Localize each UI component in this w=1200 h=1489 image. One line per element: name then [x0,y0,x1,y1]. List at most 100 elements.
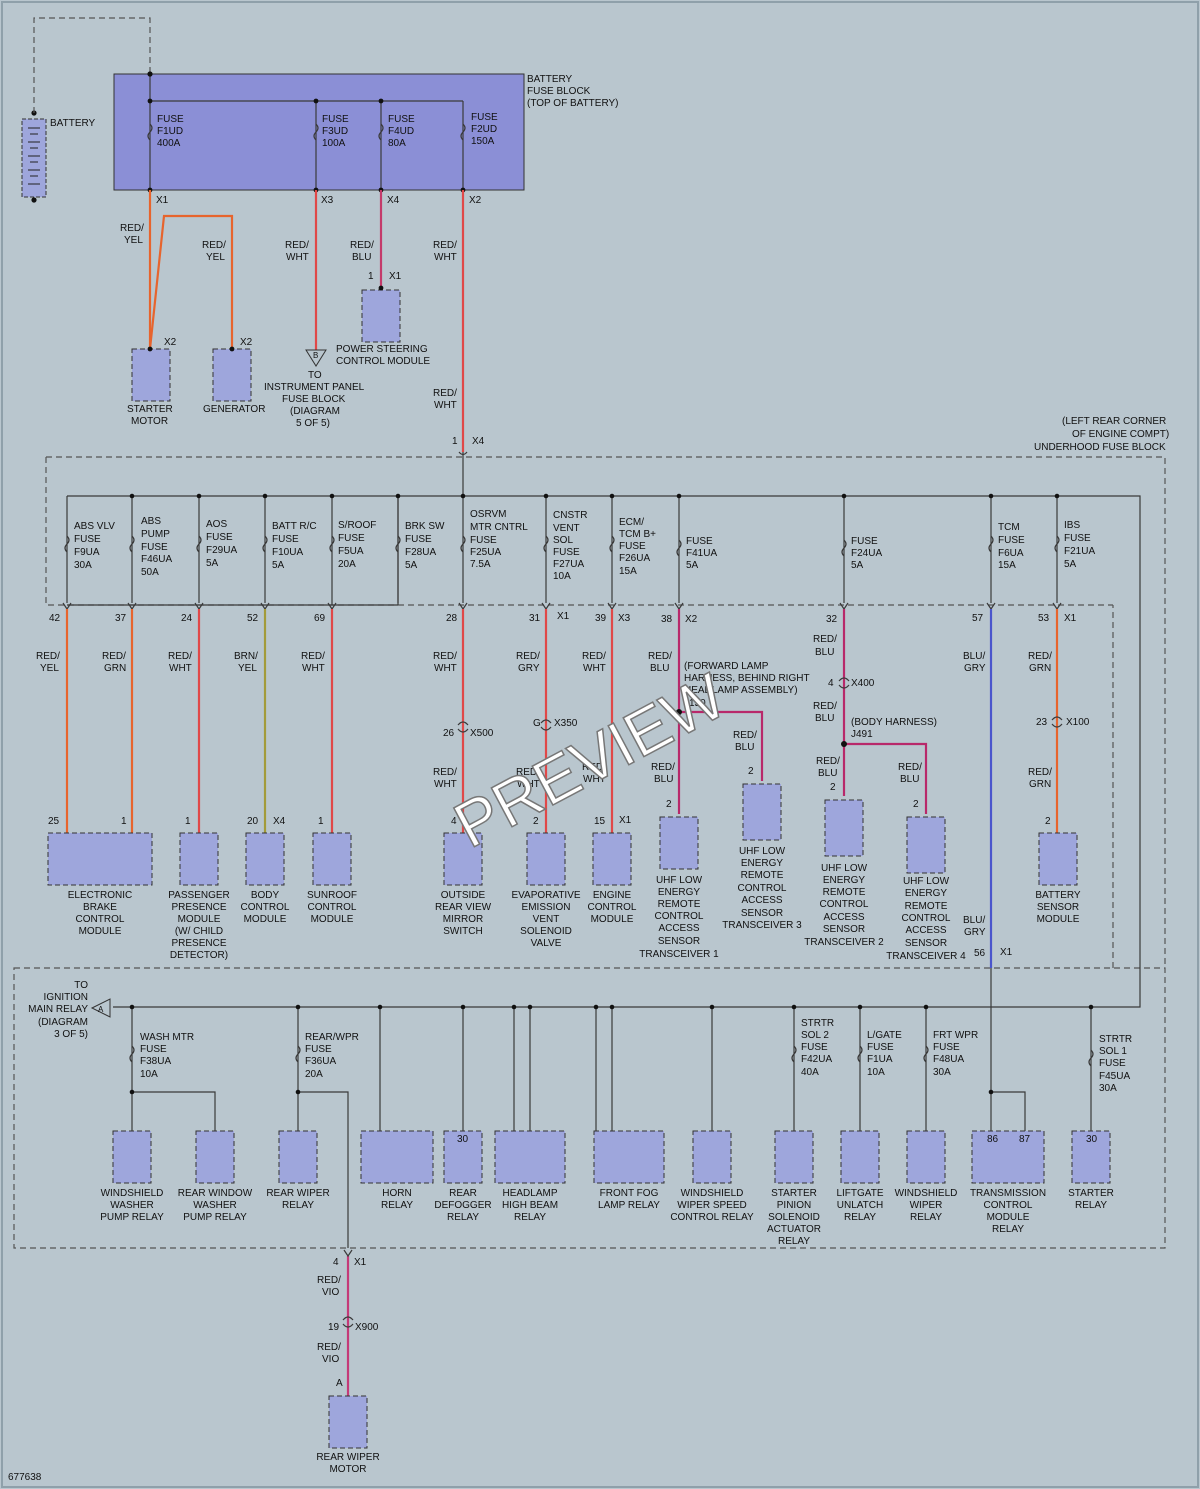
f29-4: 5A [206,558,219,569]
op-a: A [336,1378,343,1389]
lf5-2: FUSE [1099,1058,1126,1069]
lf4-1: FUSE [933,1042,960,1053]
wl-t4a: RED/ [350,240,374,251]
wl3b: WHT [169,663,192,674]
inline-connector-icons [457,677,1063,733]
fuse-branch-join [67,496,399,606]
ip-fuse-ref-icon [305,349,327,367]
f10-3: F10UA [272,547,303,558]
rear-defogger-relay [443,1130,483,1184]
battery-fuse-block-label: BATTERY FUSE BLOCK (TOP OF BATTERY) [527,74,619,109]
liftgate-unlatch-relay [840,1130,880,1184]
c6-0: ENGINE [593,890,632,901]
uhf-transceiver-3 [742,783,782,841]
c10-1: ENERGY [905,888,948,899]
cp-bcm-x4: X4 [273,816,286,827]
p37: 37 [115,613,127,624]
lf4-2: F48UA [933,1054,964,1065]
cp-tcm-x1: X1 [1000,947,1013,958]
c7-6: TRANSCEIVER 1 [639,949,719,960]
r7-0: WINDSHIELD [681,1188,744,1199]
f26-2: TCM B+ [619,529,656,540]
c4-1: REAR VIEW [435,902,492,913]
cp-ppm: 1 [185,816,191,827]
rp-starter: 30 [1086,1134,1098,1145]
r4-0: REAR [449,1188,477,1199]
lower-fuse-icons [129,1045,1094,1067]
r11-3: RELAY [992,1224,1024,1235]
lbl-starter-1: STARTER [127,404,173,415]
f9-1: ABS VLV [74,521,115,532]
f24-2: F24UA [851,548,882,559]
rp-tcm-86: 86 [987,1134,999,1145]
c7-4: ACCESS [658,923,699,934]
sunroof-control-module [312,832,352,886]
f5-2: FUSE [338,533,365,544]
p32: 32 [826,614,838,625]
c10-5: SENSOR [905,938,947,949]
c8-4: ACCESS [741,895,782,906]
r1-1: WASHER [193,1200,237,1211]
c10-6: TRANSCEIVER 4 [886,951,966,962]
r1-2: PUMP RELAY [183,1212,247,1223]
r5-1: HIGH BEAM [502,1200,558,1211]
x1-connector-icon [343,1249,353,1258]
f10-4: 5A [272,560,285,571]
fuse-f3ud-l2: F3UD [322,126,348,137]
c5-1: EMISSION [522,902,571,913]
underhood-component-labels: ELECTRONIC BRAKE CONTROL MODULE PASSENGE… [68,846,1081,962]
wl-t4b: BLU [352,252,371,263]
battery-cable [33,17,151,113]
f6-2: FUSE [998,535,1025,546]
uhf-transceiver-1 [659,816,699,870]
fuse-f4ud-l2: F4UD [388,126,414,137]
headlamp-high-beam-relay [494,1130,566,1184]
lf2-3: F42UA [801,1054,832,1065]
x900-connector-icon [342,1316,354,1328]
f26-5: 15A [619,566,637,577]
lbl-psc-1: POWER STEERING [336,344,428,355]
lower-fuse-labels: WASH MTR FUSE F38UA 10A REAR/WPR FUSE F3… [140,1018,1132,1094]
lf3-2: F1UA [867,1054,893,1065]
r8-3: ACTUATOR [767,1224,821,1235]
j491-1: (BODY HARNESS) [851,717,937,728]
battery-symbol [21,110,47,203]
wl-t3b: WHT [286,252,309,263]
x350-label: X350 [554,718,578,729]
f46-3: FUSE [141,542,168,553]
f25-3: FUSE [470,535,497,546]
x400-label: X400 [851,678,875,689]
cp-ecm-x1: X1 [619,815,632,826]
r0-2: PUMP RELAY [100,1212,164,1223]
c8-5: SENSOR [741,908,783,919]
c11-0: BATTERY [1035,890,1081,901]
f29-2: FUSE [206,532,233,543]
uhf-transceiver-2 [824,799,864,857]
r9-2: RELAY [844,1212,876,1223]
r8-0: STARTER [771,1188,817,1199]
power-steering-control-module [361,289,401,343]
r8-2: SOLENOID [768,1212,820,1223]
top-wire-labels: RED/ YEL RED/ YEL RED/ WHT RED/ BLU RED/… [120,223,457,411]
pin-uh-1: 1 [452,436,458,447]
fuse-f1ud-l1: FUSE [157,114,184,125]
conn-x1-top: X1 [156,195,169,206]
lf5-1: SOL 1 [1099,1046,1127,1057]
rp-defog: 30 [457,1134,469,1145]
r7-2: CONTROL RELAY [670,1212,754,1223]
f10-1: BATT R/C [272,521,317,532]
f9-3: F9UA [74,547,100,558]
c10-3: CONTROL [902,913,951,924]
p52: 52 [247,613,259,624]
wl11a: BLU/ [963,651,985,662]
evaporative-emission-vent-solenoid [526,832,566,886]
fuse-f1ud-l3: 400A [157,138,181,149]
c4-2: MIRROR [443,914,484,925]
lw7b: BLU [818,768,837,779]
fuse-block-title-3: (TOP OF BATTERY) [527,98,619,109]
cp-bcm: 20 [247,816,259,827]
c9-3: CONTROL [820,899,869,910]
f21-1: IBS [1064,520,1080,531]
r9-1: UNLATCH [837,1200,883,1211]
cp-uhf1: 2 [666,799,672,810]
